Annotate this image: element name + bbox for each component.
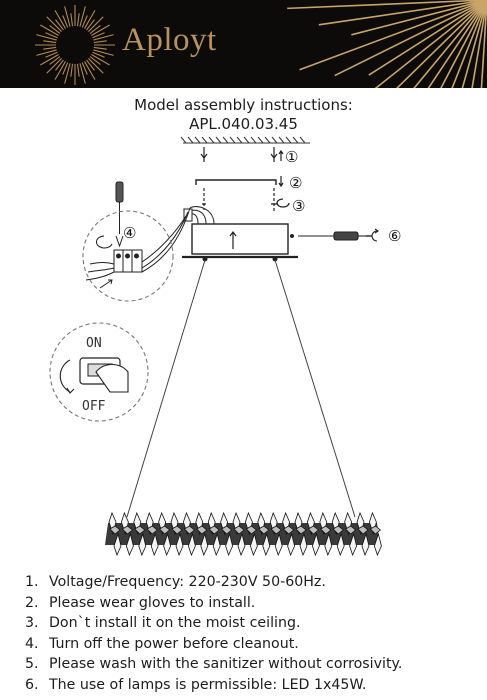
ceiling-anchor-left (200, 147, 208, 210)
instruction-item: 2.Please wear gloves to install. (25, 594, 256, 611)
brand-logo-text: Aployt (122, 22, 217, 58)
sunburst-decoration (35, 0, 487, 88)
instruction-item: 5.Please wash with the sanitizer without… (25, 656, 403, 673)
crystal-lamp-ring (105, 511, 382, 557)
brand-banner: Aployt (0, 0, 487, 88)
page-title: Model assembly instructions: (134, 96, 353, 114)
switch-off-label: OFF (82, 399, 106, 414)
step-marker-4: ④ (123, 224, 136, 242)
suspension-cables (126, 259, 356, 518)
terminal-screwdriver-icon (115, 181, 124, 248)
instruction-item: 1.Voltage/Frequency: 220-230V 50-60Hz. (25, 574, 326, 590)
sun-logo-icon (58, 28, 92, 62)
step-marker-2: ② (289, 174, 302, 192)
ceiling-anchor-right (270, 147, 278, 212)
hand-icon (95, 363, 129, 393)
instruction-item: 6.The use of lamps is permissible: LED 1… (25, 676, 367, 693)
power-wires (183, 206, 215, 225)
terminal-block (85, 207, 191, 289)
screwdriver-icon (298, 228, 379, 242)
terminal-detail-circle (82, 210, 174, 302)
assembly-diagram: ① ② ③ ④ ⑤ ⑥ (49, 136, 401, 557)
step-marker-3: ③ (292, 197, 305, 215)
model-number: APL.040.03.45 (189, 115, 298, 133)
instructions-list: 1.Voltage/Frequency: 220-230V 50-60Hz. 2… (25, 572, 402, 696)
ceiling-canopy (182, 223, 298, 262)
ceiling-hatch (180, 136, 310, 144)
mounting-bracket (195, 179, 277, 185)
step-marker-1: ① (285, 148, 298, 166)
step-marker-6: ⑥ (388, 227, 401, 245)
instruction-item: 3.Don`t install it on the moist ceiling. (25, 615, 301, 632)
instruction-item: 4.Turn off the power before cleanout. (25, 635, 299, 652)
power-switch-detail: ON OFF (49, 322, 149, 422)
switch-on-label: ON (86, 336, 102, 351)
